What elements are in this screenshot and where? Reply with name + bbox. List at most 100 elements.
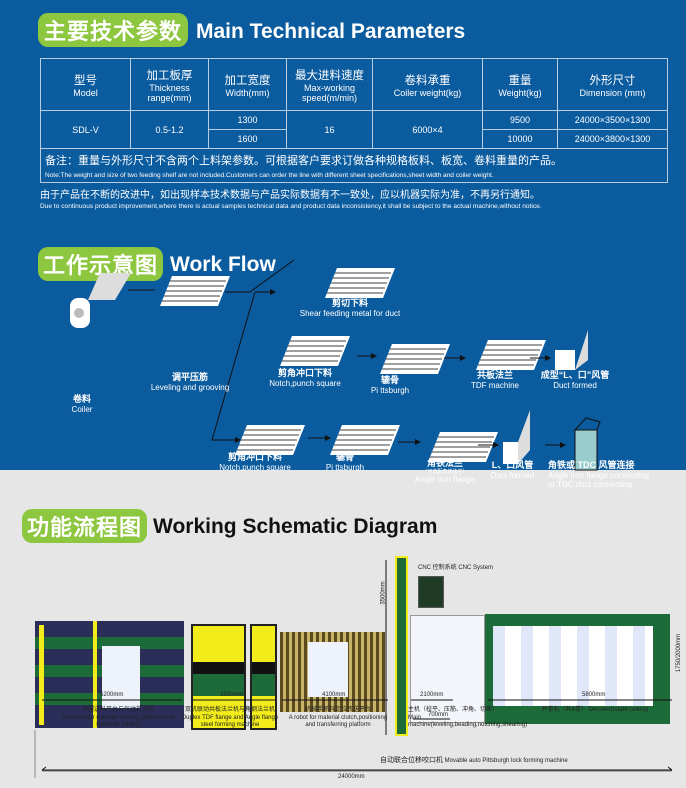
text: Dimension (mm) <box>579 87 646 98</box>
text: 备注：重量与外形尺寸不含两个上料架参数。可根据客户要求订做各种规格板料、板宽、卷… <box>45 155 562 167</box>
text: 共板法兰 <box>476 370 513 380</box>
text: Width(mm) <box>225 87 270 98</box>
text: 开卷机（共4卷） <box>541 707 587 713</box>
decoiler <box>485 614 670 724</box>
text: 重量 <box>508 74 532 87</box>
text: Duct formed <box>553 380 597 390</box>
text: 卷料承重 <box>404 74 451 87</box>
duct-connect-icon <box>573 417 601 471</box>
text: A robot for material clutch,positioning … <box>288 714 388 729</box>
text: 型号 <box>74 74 97 87</box>
text: Notch,punch square <box>219 462 291 472</box>
schematic-title-en: Working Schematic Diagram <box>153 515 438 538</box>
workflow-title-en: Work Flow <box>170 253 276 276</box>
params-title-en: Main Technical Parameters <box>196 20 466 43</box>
dim-4100: 4100mm <box>322 692 346 698</box>
dim-5200: 5200mm <box>100 692 124 698</box>
text: 调平压筋 <box>171 372 208 382</box>
params-title-zh: 主要技术参数 <box>38 13 188 47</box>
text: Pi ttsburgh <box>370 385 410 395</box>
workflow-diagram <box>70 260 601 471</box>
text: Duct formed <box>490 470 535 480</box>
text: 辘骨 <box>335 452 354 462</box>
text: 机械手抓料定位传送平台 <box>304 707 371 713</box>
text: 角铁或 TDC 风管连接 <box>548 460 635 470</box>
text: （可选配角铁法兰） <box>422 468 468 475</box>
schematic-title-zh: 功能流程图 <box>22 509 147 543</box>
text: 剪切下料 <box>331 298 368 308</box>
servo-feeding-platform <box>35 621 184 728</box>
text: Servo motor material feeding platform an… <box>61 714 175 729</box>
main-machine <box>410 615 485 723</box>
text: 双机联动共板法兰机与角钢法兰机 <box>184 707 275 713</box>
tdf-flange-machine <box>191 624 246 730</box>
text: Pi ttsburgh <box>325 462 365 472</box>
pittsburgh-lock-machine <box>395 556 408 736</box>
text: Coiler <box>71 404 93 414</box>
duct1-icon <box>555 330 588 370</box>
text: 成型“L、口”风管 <box>540 370 610 380</box>
text: 剪角冲口下料 <box>227 452 282 462</box>
text: Weight(kg) <box>498 87 542 98</box>
dim-height-3500: 3500mm <box>380 581 387 605</box>
text: 自动联合位移咬口机 <box>380 757 443 764</box>
text: Coiler weight(kg) <box>393 87 462 98</box>
disclaimer-zh: 由于产品在不断的改进中，如出现样本技术数据与产品实际数据有不一致处，应以机器实际… <box>40 190 540 201</box>
text: 最大进料速度 <box>295 69 364 82</box>
dim-height-1750: 1750/2000mm <box>676 633 683 673</box>
text: Max-working speed(m/min) <box>301 82 357 103</box>
coiler-icon <box>70 273 131 328</box>
text: Shear feeding metal for duct <box>299 308 401 318</box>
dim-2100: 2100mm <box>420 692 444 698</box>
text: Leveling and grooving <box>150 382 230 392</box>
text: Decoiler(total4 coilers) <box>588 707 649 713</box>
table-row: SDL-V 0.5-1.2 1300 16 6000×4 9500 24000×… <box>40 110 668 149</box>
table-note: 备注：重量与外形尺寸不含两个上料架参数。可根据客户要求订做各种规格板料、板宽、卷… <box>40 148 668 183</box>
label-main-machine: 主机（校平、压筋、冲角、切断）Main machine(leveling,bea… <box>408 707 538 730</box>
text: 角铁法兰 <box>426 458 463 468</box>
cnc-system-icon <box>418 576 444 608</box>
text: or TDC duct connecting <box>548 480 632 490</box>
text: 外形尺寸 <box>589 74 636 87</box>
text: 加工宽度 <box>224 74 271 87</box>
dim-5800: 5800mm <box>582 692 606 698</box>
text: 伺服送料平台与气动折方机 <box>81 707 154 713</box>
text: 辘骨 <box>380 375 399 385</box>
text: L、口风管 <box>491 460 534 470</box>
robot-transfer-platform <box>280 632 385 712</box>
text: 加工板厚 <box>146 69 193 82</box>
text: Angle iron flange connecting <box>548 470 649 480</box>
text: Notch,punch square <box>269 378 341 388</box>
text: Main machine(leveling,beading,notching,s… <box>408 714 528 729</box>
text: Note:The weight and size of two feeding … <box>45 172 494 179</box>
duct2-icon <box>503 410 530 464</box>
dim-700: 700mm <box>428 712 449 718</box>
angle-flange-machine <box>250 624 277 730</box>
text: TDF machine <box>470 380 519 390</box>
label-movable: 自动联合位移咬口机 Movable auto Pittsburgh lock f… <box>380 757 640 766</box>
step-angle-flange: 角铁法兰（可选配角铁法兰）Angle iron flange <box>410 458 480 484</box>
text: 主机（校平、压筋、冲角、切断） <box>408 707 499 713</box>
text: Movable auto Pittsburgh lock forming mac… <box>444 758 568 764</box>
cnc-label: CNC 控制系统 CNC System <box>418 565 494 571</box>
label-decoiler: 开卷机（共4卷） Decoiler(total4 coilers) <box>540 707 650 715</box>
